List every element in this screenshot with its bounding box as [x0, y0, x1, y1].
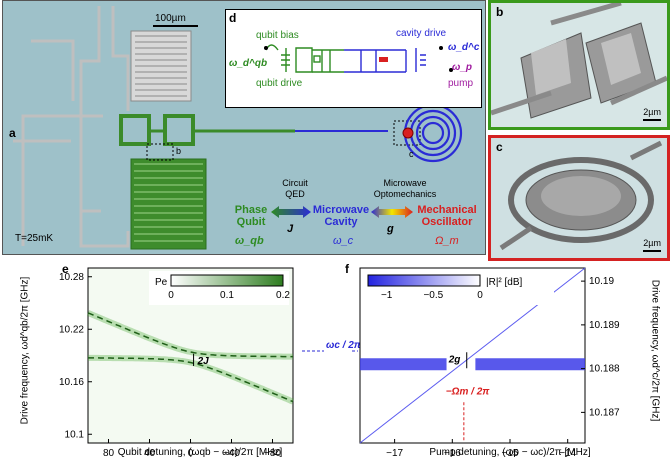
- circuit-diagram: [264, 44, 453, 73]
- 2J-label: 2J: [197, 356, 210, 367]
- qubit-bias-label: qubit bias: [256, 30, 299, 41]
- microwave-cavity-symbol: ω_c: [333, 235, 354, 247]
- coupling-J-label: J: [287, 223, 294, 235]
- center-dashed-arrow: [302, 350, 358, 352]
- panel-b: b 2µm: [488, 0, 670, 130]
- coupling-g-label: g: [387, 223, 394, 235]
- x-tick-label: 40: [144, 448, 156, 459]
- colorbar: [170, 274, 284, 287]
- upper-branch-glow: [86, 310, 293, 360]
- colorbar-tick-label: 0: [477, 290, 483, 301]
- y-tick-label: 10.189: [589, 320, 620, 331]
- x-tick-label: −40: [223, 448, 240, 459]
- phase-qubit-label: Phase Qubit: [234, 204, 268, 228]
- panel-c-scale-bar: [643, 250, 661, 252]
- colorbar-label: Pe: [155, 277, 168, 288]
- inset-c-label: c: [409, 149, 414, 159]
- panel-c-scale-label: 2µm: [643, 238, 661, 248]
- pump-label: pump: [448, 78, 474, 89]
- y-tick-label: 10.1: [65, 429, 85, 440]
- x-tick-label: −15: [502, 448, 519, 459]
- y-tick-label: 10.188: [589, 364, 620, 375]
- panel-f-label: f: [345, 262, 349, 276]
- x-tick-label: −17: [386, 448, 403, 459]
- x-tick-label: −16: [444, 448, 461, 459]
- chart-f: −17 −16 −15 −14 10.19 10.189 10.188 10.187 2g −Ωm…: [359, 267, 620, 459]
- panel-d-label: d: [229, 11, 237, 25]
- cavity-drive-label: cavity drive: [396, 28, 447, 39]
- panel-c: c 2µm: [488, 135, 670, 261]
- mechanical-oscillator-symbol: Ω_m: [435, 235, 459, 247]
- chart-e-ylabel: Drive frequency, ωd^qb/2π [GHz]: [19, 276, 31, 425]
- cavity-frequency-annotation: ωc / 2π: [326, 340, 361, 351]
- scale-bar-label: 100µm: [155, 13, 186, 24]
- sem-image-c: [499, 140, 663, 251]
- panel-b-scale-bar: [643, 119, 661, 121]
- chart-e-xlabel: Qubit detuning, (ωqb − ωc)/2π [MHz]: [117, 447, 283, 458]
- x-tick-label: −80: [264, 448, 281, 459]
- pump-symbol: ω_p: [452, 62, 473, 73]
- y-tick-label: 10.28: [59, 272, 84, 283]
- microwave-optomechanics-label: Microwave Optomechanics: [373, 178, 437, 199]
- 2g-label: 2g: [448, 354, 461, 365]
- cavity-band-right: [475, 358, 585, 371]
- colorbar-tick-label: −1: [381, 290, 393, 301]
- inset-b-label: b: [176, 146, 182, 156]
- qubit-drive-label: qubit drive: [256, 78, 303, 89]
- x-tick-label: 0: [188, 448, 194, 459]
- x-tick-label: −14: [559, 448, 576, 459]
- y-tick-label: 10.19: [589, 276, 614, 287]
- panel-b-scale-label: 2µm: [643, 107, 661, 117]
- temperature-label: T=25mK: [15, 233, 54, 244]
- colorbar: [367, 274, 481, 287]
- panel-b-label: b: [496, 5, 504, 19]
- phase-qubit-symbol: ω_qb: [235, 235, 264, 247]
- panel-c-label: c: [496, 140, 503, 154]
- chart-f-ylabel: Drive frequency, ωd^c/2π [GHz]: [649, 279, 661, 422]
- panel-d: d qubit bias ω_d^qb qubit drive: [225, 9, 482, 108]
- sem-image-b: [491, 3, 667, 119]
- colorbar-label: |R|² [dB]: [486, 277, 523, 288]
- cavity-drive-symbol: ω_d^c: [448, 42, 480, 53]
- device-micrograph: [13, 6, 463, 250]
- cavity-band-left: [360, 358, 447, 371]
- colorbar-tick-label: 0: [168, 290, 174, 301]
- colorbar-tick-label: 0.1: [220, 290, 234, 301]
- y-tick-label: 10.16: [59, 377, 84, 388]
- panel-a: a 100µm T=25mK b c d: [2, 0, 486, 255]
- y-tick-label: 10.22: [59, 324, 84, 335]
- omega-m-label: −Ωm / 2π: [446, 386, 490, 397]
- colorbar-tick-label: 0.2: [276, 290, 290, 301]
- colorbar-tick-label: −0.5: [423, 290, 443, 301]
- panel-a-label: a: [9, 126, 16, 140]
- panel-e-label: e: [62, 262, 69, 276]
- microwave-cavity-label: Microwave Cavity: [312, 204, 370, 228]
- mechanical-oscillator-label: Mechanical Oscillator: [417, 204, 477, 228]
- qubit-drive-symbol: ω_d^qb: [229, 58, 268, 69]
- circuit-qed-label: Circuit QED: [282, 178, 308, 199]
- lower-branch: [88, 357, 294, 403]
- chart-f-xlabel: Pump detuning, (ωp − ωc)/2π [MHz]: [429, 447, 591, 458]
- y-tick-label: 10.187: [589, 407, 620, 418]
- x-tick-label: 80: [103, 448, 115, 459]
